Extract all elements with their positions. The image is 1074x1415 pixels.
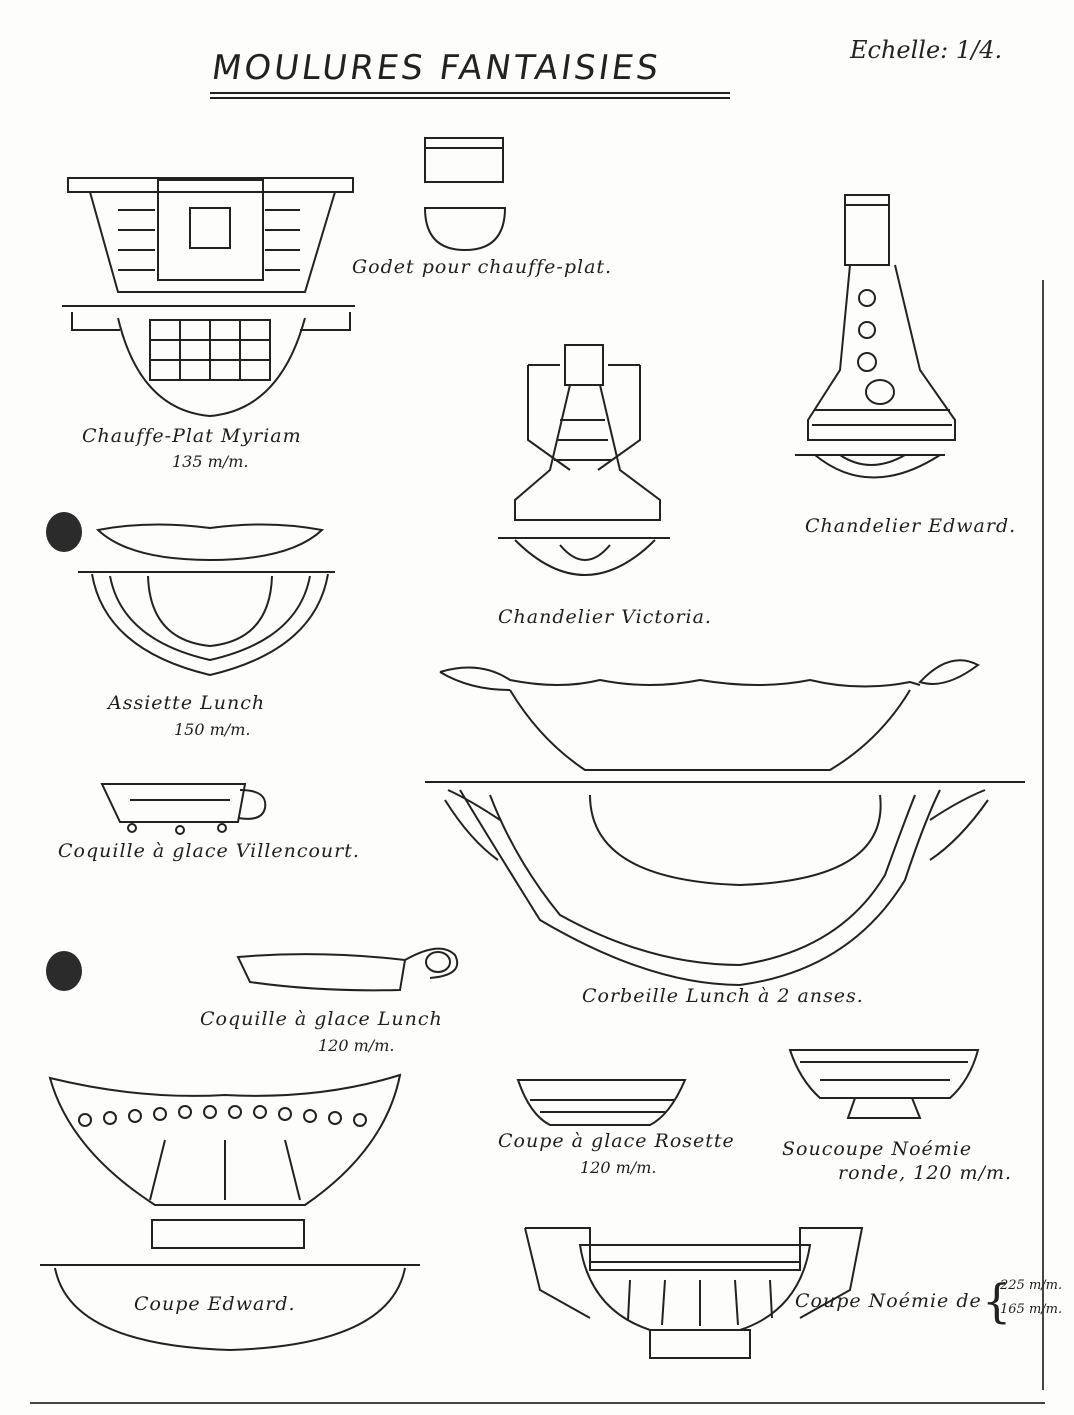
title-underline-2 (210, 97, 730, 99)
caption-chandelier-victoria: Chandelier Victoria. (498, 606, 712, 628)
size-coupe-noemie-2: 165 m/m. (1000, 1302, 1063, 1317)
godet-drawing (423, 137, 507, 252)
size-soucoupe-noemie: ronde, 120 m/m. (838, 1162, 1013, 1184)
caption-coquille-villencourt: Coquille à glace Villencourt. (58, 840, 360, 862)
caption-soucoupe-noemie: Soucoupe Noémie (782, 1138, 973, 1160)
caption-chandelier-edward: Chandelier Edward. (805, 515, 1017, 537)
size-assiette-lunch: 150 m/m. (174, 720, 251, 739)
assiette-lunch-drawing (78, 523, 335, 677)
chauffe-plat-myriam-plan (62, 305, 355, 418)
soucoupe-noemie-drawing (788, 1049, 980, 1119)
punch-hole (46, 951, 82, 991)
caption-chauffe-plat: Chauffe-Plat Myriam (82, 425, 302, 447)
coquille-lunch-drawing (236, 947, 459, 992)
page-border (30, 1402, 1045, 1404)
chauffe-plat-myriam-drawing (67, 177, 354, 293)
caption-coupe-edward: Coupe Edward. (134, 1293, 296, 1315)
chandelier-victoria-drawing (498, 344, 670, 576)
title-underline (210, 92, 730, 94)
caption-corbeille-lunch: Corbeille Lunch à 2 anses. (582, 985, 864, 1007)
page-border (1042, 280, 1044, 1390)
punch-hole (46, 512, 82, 552)
caption-coupe-noemie: Coupe Noémie de (795, 1290, 982, 1312)
scale-note: Echelle: 1/4. (850, 36, 1003, 64)
corbeille-lunch-drawing (425, 659, 1025, 987)
caption-coquille-lunch: Coquille à glace Lunch (200, 1008, 443, 1030)
size-coupe-rosette: 120 m/m. (580, 1158, 657, 1177)
chandelier-edward-drawing (795, 194, 956, 479)
coupe-rosette-drawing (516, 1079, 687, 1126)
coupe-noemie-drawing (524, 1227, 864, 1359)
caption-coupe-rosette: Coupe à glace Rosette (498, 1130, 735, 1152)
caption-godet: Godet pour chauffe-plat. (352, 256, 613, 278)
size-brace: { (982, 1274, 1012, 1328)
coquille-villencourt-drawing (100, 783, 267, 835)
size-coquille-lunch: 120 m/m. (318, 1036, 395, 1055)
size-chauffe-plat: 135 m/m. (172, 452, 249, 471)
caption-assiette-lunch: Assiette Lunch (108, 692, 266, 714)
size-coupe-noemie-1: 225 m/m. (1000, 1278, 1063, 1293)
coupe-edward-drawing (40, 1073, 420, 1352)
